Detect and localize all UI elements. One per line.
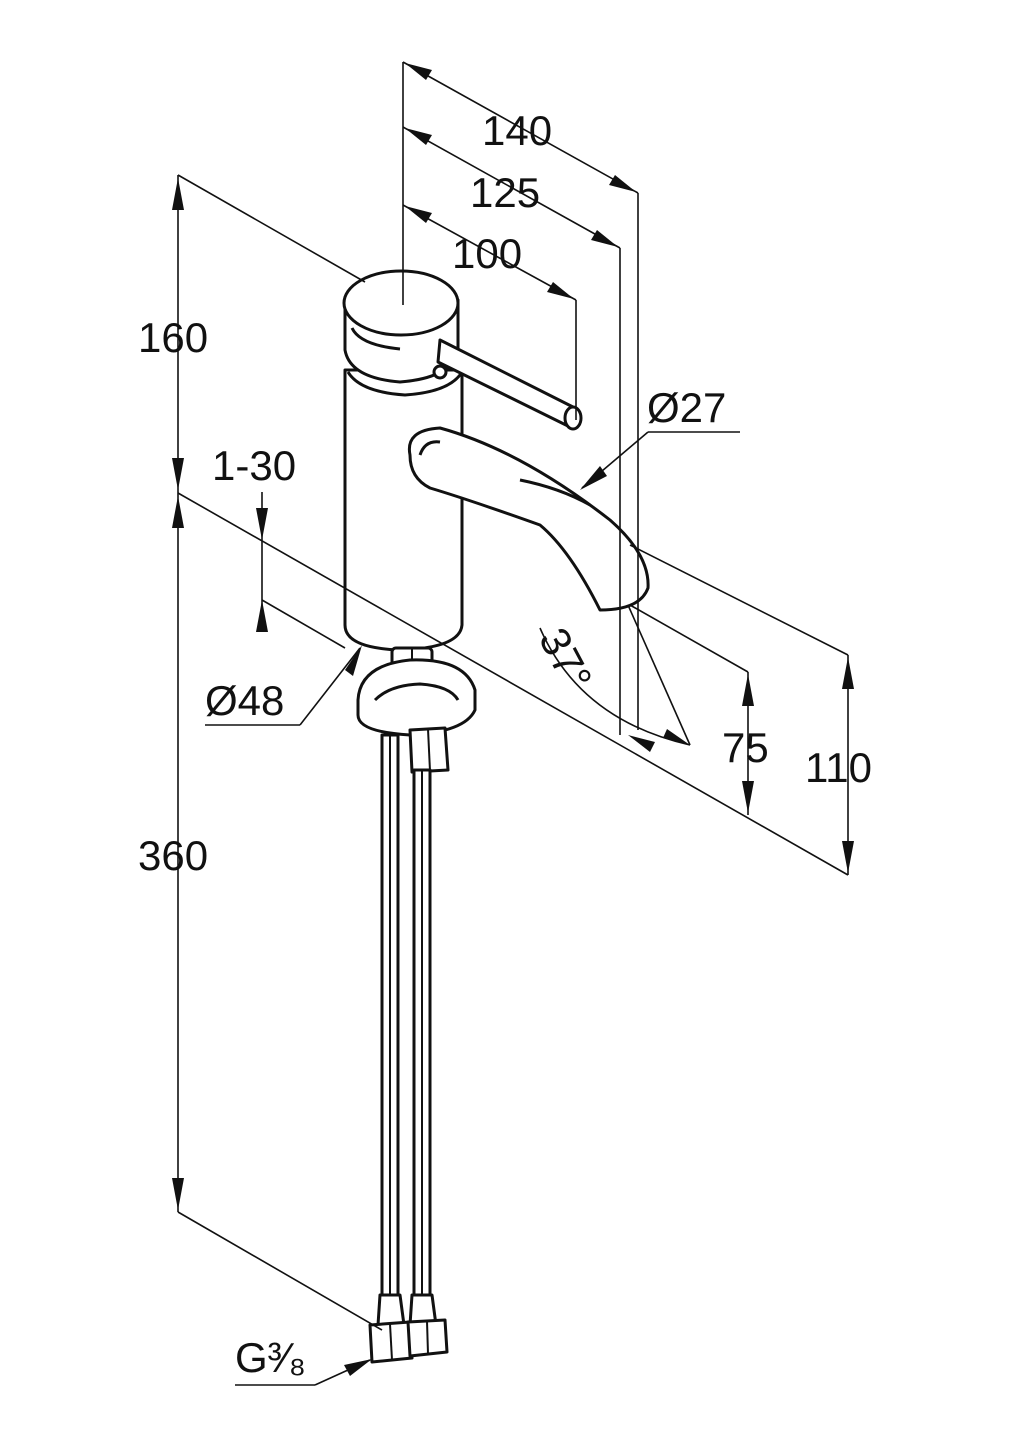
label-d27: Ø27 bbox=[647, 384, 726, 431]
label-125: 125 bbox=[470, 169, 540, 216]
faucet-body bbox=[342, 269, 650, 652]
label-1-30: 1-30 bbox=[212, 442, 296, 489]
label-37deg: 37° bbox=[530, 620, 601, 698]
label-360: 360 bbox=[138, 832, 208, 879]
dimension-labels: 140 125 100 160 1-30 Ø27 Ø48 37° 75 110 … bbox=[138, 107, 872, 1381]
label-140: 140 bbox=[482, 107, 552, 154]
arrowheads bbox=[172, 63, 854, 1376]
label-d48: Ø48 bbox=[205, 677, 284, 724]
label-75: 75 bbox=[722, 724, 769, 771]
label-100: 100 bbox=[452, 230, 522, 277]
mounting-hardware bbox=[356, 646, 477, 1364]
label-160: 160 bbox=[138, 314, 208, 361]
dimension-lines bbox=[177, 61, 849, 1386]
label-thread: G³⁄₈ bbox=[235, 1334, 306, 1381]
label-110: 110 bbox=[805, 744, 872, 791]
